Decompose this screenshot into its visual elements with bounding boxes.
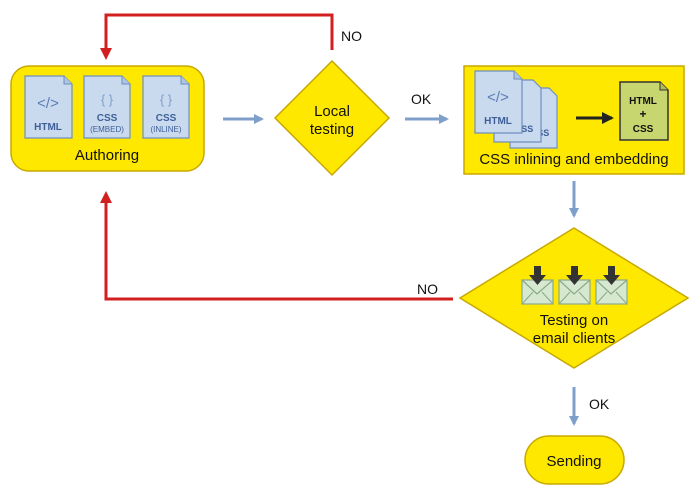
css-inline-doc-glyph: { } (160, 92, 173, 107)
html-doc-glyph: </> (37, 95, 59, 112)
edge-label-email-no: NO (417, 281, 438, 297)
result-plus-label: + (639, 107, 646, 121)
local-testing-label-line1: Local (314, 103, 350, 120)
html-doc-label: HTML (34, 122, 62, 133)
edge-email-no (100, 191, 453, 301)
node-authoring: </> HTML { } CSS (EMBED) { } CSS (INLINE… (10, 65, 205, 172)
css-embed-doc-sub: (EMBED) (90, 125, 124, 134)
stacked-css-a-label: CSS (515, 124, 534, 134)
css-embed-doc-label: CSS (97, 113, 118, 124)
html-stacked-glyph: </> (487, 89, 509, 106)
css-inlining-label: CSS inlining and embedding (479, 151, 668, 168)
edge-label-local-no: NO (341, 28, 362, 44)
envelope-download-icon (595, 266, 628, 305)
sending-label: Sending (546, 453, 601, 470)
email-testing-label-line1: Testing on (540, 312, 608, 329)
edge-label-email-ok: OK (589, 396, 610, 412)
css-embed-document-icon: { } CSS (EMBED) (83, 75, 131, 139)
css-embed-doc-glyph: { } (101, 92, 114, 107)
node-local-testing: Local testing (273, 59, 391, 177)
node-css-inlining: CSS CSS </> HTML HTML + CSS CSS inlining… (463, 65, 685, 175)
html-css-result-document-icon: HTML + CSS (619, 81, 669, 141)
css-inline-doc-label: CSS (156, 113, 177, 124)
result-css-label: CSS (633, 124, 654, 135)
result-html-label: HTML (629, 96, 657, 107)
html-document-icon: </> HTML (24, 75, 73, 139)
html-stacked-label: HTML (484, 116, 512, 127)
authoring-label: Authoring (75, 147, 139, 164)
edge-local-no (100, 13, 334, 60)
envelope-download-icon (558, 266, 591, 305)
envelope-download-icon (521, 266, 554, 305)
node-email-testing: Testing on email clients (458, 227, 690, 369)
email-testing-label-line2: email clients (533, 330, 616, 347)
css-inline-doc-sub: (INLINE) (150, 125, 181, 134)
css-inline-document-icon: { } CSS (INLINE) (142, 75, 190, 139)
local-testing-label-line2: testing (310, 121, 354, 138)
html-stacked-document-icon: </> HTML (474, 70, 523, 134)
node-sending: Sending (524, 435, 625, 485)
edge-label-local-ok: OK (411, 91, 432, 107)
